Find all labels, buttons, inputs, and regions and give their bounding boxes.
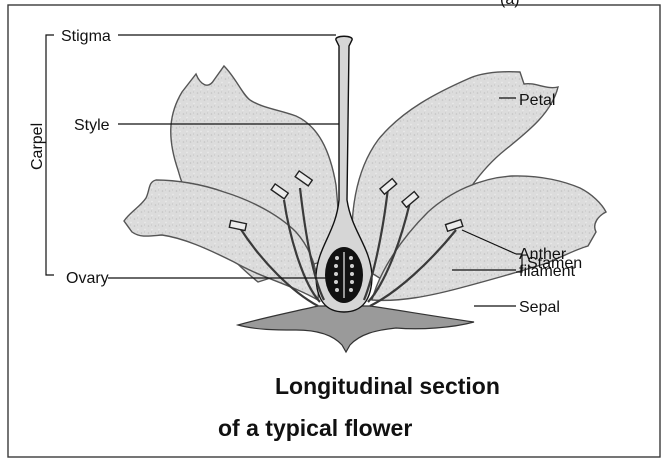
sepal bbox=[238, 306, 474, 352]
caption-line-1: Longitudinal section bbox=[275, 373, 500, 400]
carpel-label: Carpel bbox=[29, 123, 46, 170]
stigma-label: Stigma bbox=[61, 28, 111, 45]
style-label: Style bbox=[74, 117, 110, 134]
page-marker: (a) bbox=[500, 0, 520, 8]
petal-label: Petal bbox=[519, 92, 555, 109]
ovary-label: Ovary bbox=[66, 270, 109, 287]
sepal-label: Sepal bbox=[519, 299, 560, 316]
stamen-label: Stamen bbox=[527, 255, 582, 272]
caption-line-2: of a typical flower bbox=[218, 415, 412, 442]
